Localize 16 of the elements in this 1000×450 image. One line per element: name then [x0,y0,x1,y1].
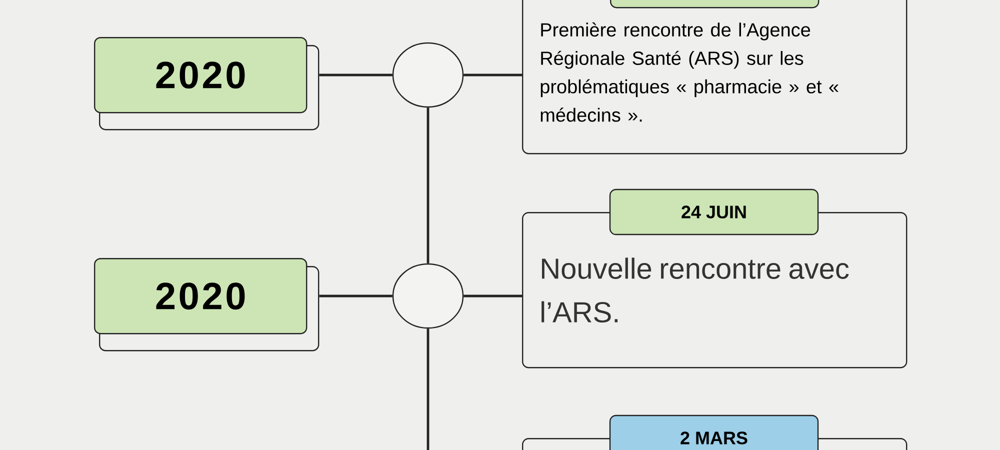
connector-line [464,74,522,76]
connector-line [319,294,392,298]
event-card: Première rencontre de l’Agence Régionale Santé (ARS) sur les problématiques « pharmacie » et « médecins ». [522,0,908,154]
date-tag [610,0,820,8]
connector-line [464,294,522,298]
date-tag: 2 MARS [609,414,819,450]
year-badge: 2020 [94,258,320,352]
date-tag: 24 JUIN [609,188,819,236]
timeline-circle [392,42,464,108]
event-card [522,414,908,450]
timeline-circle [392,263,464,329]
year-badge: 2020 [94,37,320,130]
connector-line [426,328,430,450]
event-card: Nouvelle rencontre avec l’ARS. 24 JUIN [522,188,908,368]
connector-line [426,108,430,264]
connector-line [319,74,392,76]
